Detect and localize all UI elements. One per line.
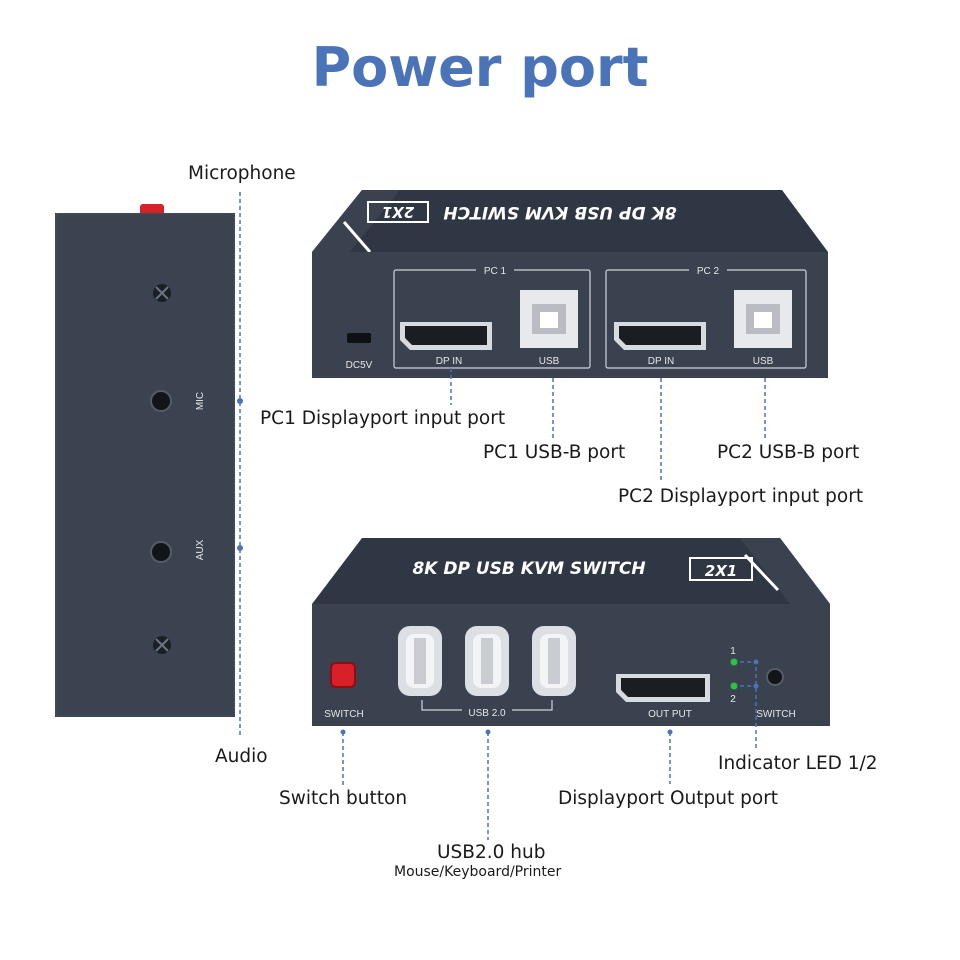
- callout-microphone: Microphone: [188, 163, 296, 184]
- usb-a-port-icon: [532, 626, 576, 696]
- dp-in-port-icon: [614, 322, 706, 350]
- callout-audio: Audio: [215, 746, 268, 767]
- callout-switch-button: Switch button: [279, 788, 408, 809]
- usb-a-port-icon: [465, 626, 509, 696]
- callout-usb-hub: USB2.0 hub: [437, 842, 546, 863]
- group-pc2-label: PC 2: [697, 266, 720, 277]
- mic-jack-icon: [150, 390, 172, 412]
- front-badge: 2X1: [705, 562, 737, 580]
- aux-label: AUX: [195, 539, 206, 560]
- callout-dp-output: Displayport Output port: [558, 788, 779, 809]
- side-panel-body: [55, 213, 235, 717]
- dp-out-port-icon: [616, 674, 710, 702]
- callout-pc2-usb: PC2 USB-B port: [717, 442, 860, 463]
- pc1-dp-label: DP IN: [436, 356, 463, 367]
- usb-b-port-icon: [734, 290, 792, 348]
- dc5v-label: DC5V: [346, 360, 373, 371]
- pc2-dp-label: DP IN: [648, 356, 675, 367]
- front-lid: [312, 538, 830, 604]
- led1-label: 1: [730, 646, 736, 657]
- mic-label: MIC: [195, 392, 206, 410]
- usb-hub-label: USB 2.0: [468, 708, 506, 719]
- remote-switch-label: SWITCH: [756, 709, 795, 720]
- callout-pc1-usb: PC1 USB-B port: [483, 442, 626, 463]
- aux-jack-icon: [150, 541, 172, 563]
- rear-lid-text: 8K DP USB KVM SWITCH: [443, 202, 676, 222]
- switch-button-icon: [330, 662, 356, 688]
- usb-a-port-icon: [398, 626, 442, 696]
- rear-badge: 2X1: [382, 203, 414, 221]
- group-pc1-label: PC 1: [484, 266, 507, 277]
- led2-icon: [730, 682, 738, 690]
- led1-icon: [730, 658, 738, 666]
- rear-panel-device: 8K DP USB KVM SWITCH 2X1 DC5V PC 1 DP IN…: [312, 190, 828, 378]
- led2-label: 2: [730, 694, 736, 705]
- dp-in-port-icon: [400, 322, 492, 350]
- callout-indicator-led: Indicator LED 1/2: [718, 753, 878, 774]
- callout-pc1-dp: PC1 Displayport input port: [260, 408, 506, 429]
- front-panel-device: 8K DP USB KVM SWITCH 2X1 SWITCH USB 2.0: [312, 538, 830, 726]
- side-panel: MIC AUX: [55, 204, 235, 717]
- pc2-usb-label: USB: [753, 356, 774, 367]
- dc5v-port-icon: [347, 333, 371, 343]
- screw-icon: [153, 284, 171, 302]
- remote-jack-icon: [766, 668, 784, 686]
- rear-lid: [312, 190, 828, 252]
- usb-b-port-icon: [520, 290, 578, 348]
- front-lid-text: 8K DP USB KVM SWITCH: [412, 559, 645, 579]
- front-switch-label: SWITCH: [324, 709, 363, 720]
- page-title: Power port: [311, 36, 649, 99]
- output-label: OUT PUT: [648, 709, 692, 720]
- callout-usb-hub-sub: Mouse/Keyboard/Printer: [394, 864, 562, 880]
- screw-icon: [153, 636, 171, 654]
- callout-pc2-dp: PC2 Displayport input port: [618, 486, 864, 507]
- pc1-usb-label: USB: [539, 356, 560, 367]
